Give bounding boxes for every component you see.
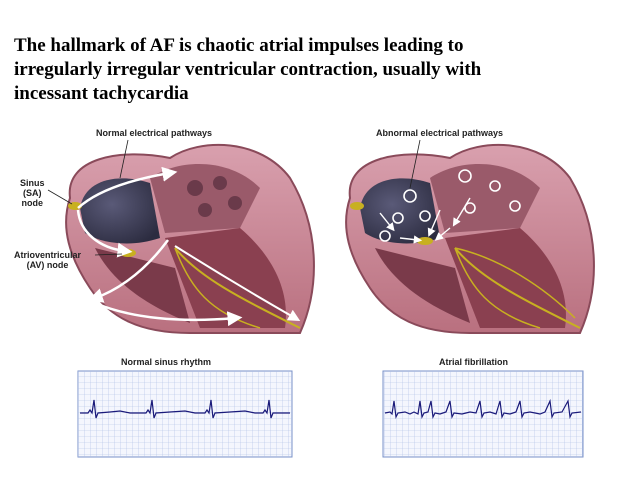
sa-node-label: Sinus (SA) node <box>20 178 45 208</box>
normal-heart-illustration <box>47 139 315 334</box>
normal-ecg-trace <box>80 399 290 419</box>
atrial-fibrillation-label: Atrial fibrillation <box>439 357 509 367</box>
slide-title: The hallmark of AF is chaotic atrial imp… <box>14 34 614 106</box>
normal-ecg-strip <box>77 370 293 458</box>
title-line-3: incessant tachycardia <box>14 83 189 104</box>
normal-pathways-heading: Normal electrical pathways <box>96 128 213 138</box>
av-node-leader <box>94 253 123 256</box>
af-ecg-strip <box>382 370 584 458</box>
sa-node-leader <box>47 189 73 205</box>
heart-diagrams-svg <box>47 139 595 458</box>
normal-sinus-rhythm-label: Normal sinus rhythm <box>121 357 212 367</box>
title-line-2: irregularly irregular ventricular contra… <box>14 59 482 80</box>
af-heart-illustration <box>345 139 595 334</box>
normal-heading-leader <box>119 139 129 179</box>
title-line-1: The hallmark of AF is chaotic atrial imp… <box>14 35 464 56</box>
abnormal-heading-leader <box>409 139 421 189</box>
figure: Normal electrical pathways Abnormal elec… <box>0 118 638 479</box>
av-node-label: Atrioventricular (AV) node <box>14 250 82 270</box>
af-ecg-trace <box>384 398 582 420</box>
abnormal-pathways-heading: Abnormal electrical pathways <box>376 128 504 138</box>
